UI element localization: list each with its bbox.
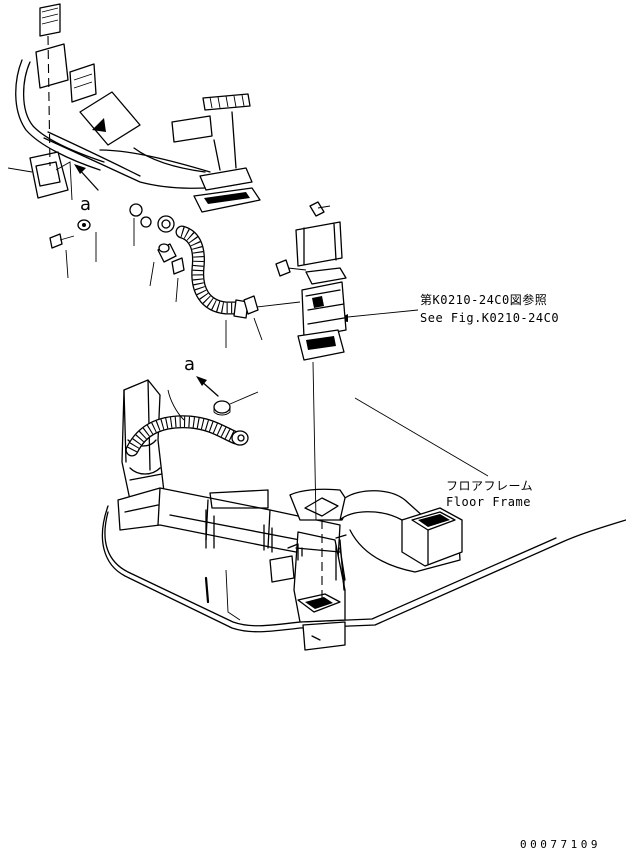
- upper-center-line: [47, 35, 51, 167]
- upper-duct-assembly: [15, 3, 261, 213]
- hardware-parts: [7, 167, 263, 348]
- leader-reference: [337, 309, 419, 319]
- reference-label-jp: 第K0210-24C0図参照: [420, 292, 547, 307]
- lower-hose: [125, 389, 249, 457]
- view-letter-lower: a: [184, 354, 195, 375]
- view-marker-lower: a: [184, 354, 219, 397]
- view-letter-upper: a: [80, 194, 91, 215]
- leader-floor-frame: [354, 397, 489, 477]
- upper-hose: [157, 215, 301, 319]
- register-bracket: [275, 201, 347, 361]
- view-marker-upper: a: [74, 164, 99, 215]
- floor-frame-label-jp: フロアフレーム: [446, 479, 533, 493]
- leader-duct: [312, 361, 317, 521]
- drawing-code: 00077109: [520, 838, 601, 851]
- floor-duct-assembly: [117, 379, 463, 651]
- floor-frame-label-en: Floor Frame: [446, 495, 531, 509]
- floor-frame: [101, 505, 626, 633]
- grommet-lower: [213, 391, 259, 416]
- reference-label-en: See Fig.K0210-24C0: [420, 311, 559, 325]
